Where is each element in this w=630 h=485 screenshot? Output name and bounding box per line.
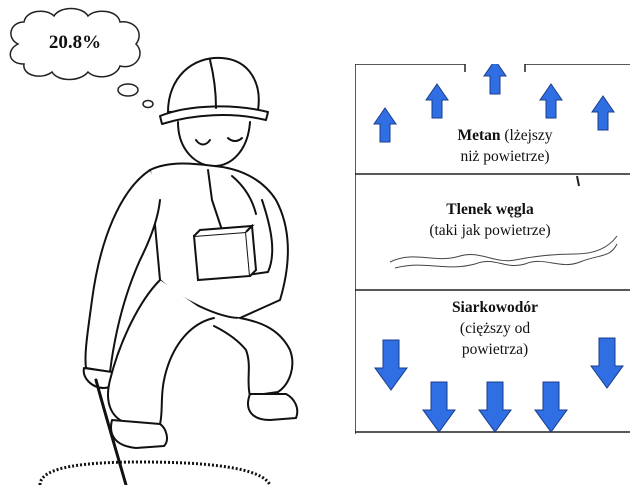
up-arrow-icon	[373, 107, 397, 143]
hydrogen-sulfide-name: Siarkowodór	[451, 299, 539, 316]
hard-hat	[167, 56, 260, 113]
down-arrow-icon	[534, 381, 568, 433]
up-arrow-icon	[591, 95, 615, 131]
methane-note-2: niż powietrze)	[460, 148, 550, 165]
up-arrow-icon	[539, 83, 563, 119]
up-arrow-icon	[483, 64, 507, 95]
oxygen-reading: 20.8%	[48, 32, 102, 53]
hydrogen-sulfide-note-2: powietrza)	[461, 341, 529, 358]
down-arrow-icon	[590, 337, 624, 389]
gas-layer-panel	[355, 64, 630, 434]
worker-illustration	[9, 7, 299, 485]
methane-label: Metan (lżejszy niż powietrze)	[415, 125, 595, 167]
methane-note-1: (lżejszy	[504, 127, 553, 144]
hydrogen-sulfide-note-1: (cięższy od	[459, 320, 531, 337]
up-arrow-icon	[425, 83, 449, 119]
methane-name: Metan	[457, 127, 501, 144]
thought-bubble-icon	[9, 7, 154, 109]
carbon-monoxide-name: Tlenek węgla	[446, 201, 534, 218]
carbon-monoxide-haze	[389, 235, 618, 269]
carbon-monoxide-label: Tlenek węgla (taki jak powietrze)	[380, 199, 600, 241]
gas-detector-icon	[192, 223, 258, 282]
carbon-monoxide-note: (taki jak powietrze)	[429, 222, 551, 239]
down-arrow-icon	[478, 381, 512, 433]
hydrogen-sulfide-label: Siarkowodór (cięższy od powietrza)	[420, 297, 570, 360]
down-arrow-icon	[422, 381, 456, 433]
down-arrow-icon	[374, 339, 408, 391]
